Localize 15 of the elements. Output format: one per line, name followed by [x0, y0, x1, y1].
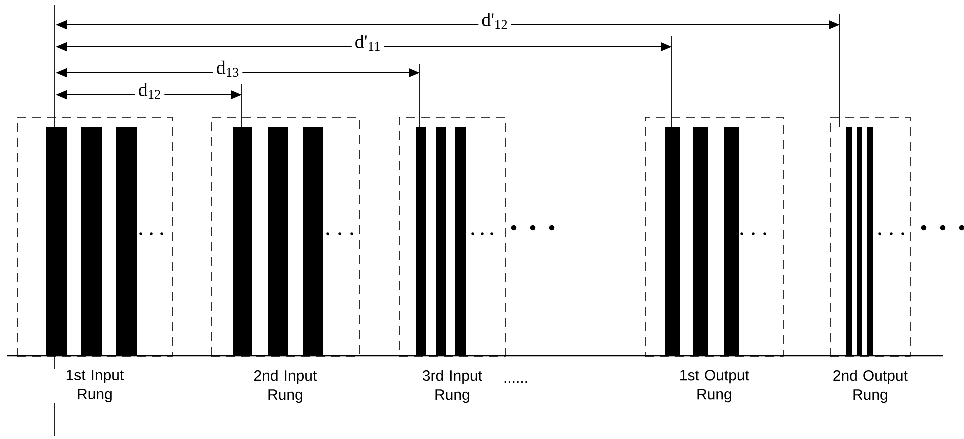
node-label: 1st Output Rung — [680, 370, 750, 403]
node-label: 2nd Output Rung — [834, 370, 908, 404]
rung-box: 1st Input Rung — [17, 117, 173, 404]
rung-box: 1st Output Rung — [645, 117, 784, 404]
dimension-label: d$_{13}$ — [213, 58, 243, 80]
dimension-label: d$_{12}$ — [135, 80, 165, 102]
ellipsis-text: ...... — [504, 382, 528, 384]
node-label: 1st Input Rung — [66, 370, 124, 403]
dimension-label: d'$_{11}$ — [352, 32, 384, 54]
rung-box: 3rd Input Rung — [399, 117, 506, 404]
node-label: 3rd Input Rung — [423, 370, 482, 404]
rung-box: 2nd Input Rung — [211, 117, 360, 404]
node-label: 2nd Input Rung — [254, 370, 318, 404]
rung-box: 2nd Output Rung — [828, 117, 912, 404]
dimension-label: d'$_{12}$ — [478, 10, 512, 32]
